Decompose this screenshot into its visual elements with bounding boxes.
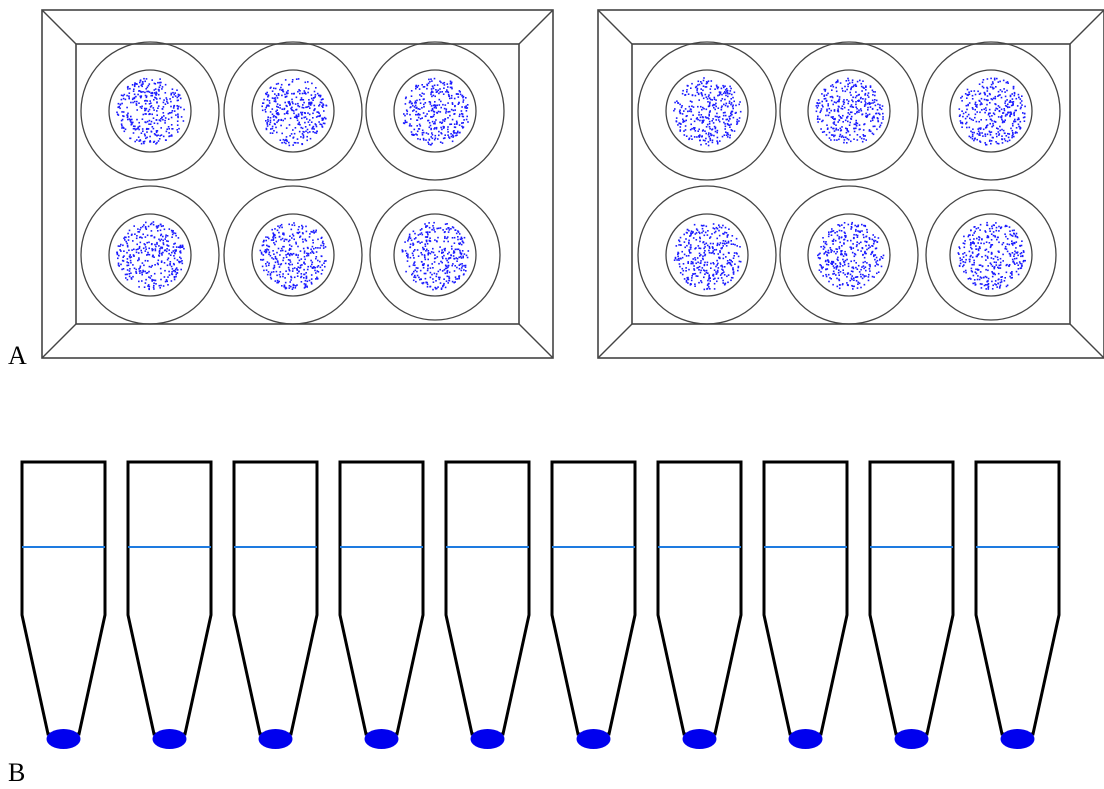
well [921, 41, 1061, 181]
culture-plates-group [41, 9, 1104, 359]
well-bottom [393, 69, 477, 153]
tube-outline [656, 460, 743, 736]
tube-outline [762, 460, 849, 736]
panel-label-a: A [8, 341, 27, 370]
plate-outer-edge [597, 9, 1104, 359]
tube-outline [550, 460, 637, 736]
well-bottom [807, 69, 891, 153]
centrifuge-tube [20, 460, 107, 749]
well-rim [365, 41, 505, 181]
plate-bevel-line [1069, 9, 1104, 45]
plate-bevel-line [41, 323, 77, 359]
well [223, 41, 363, 181]
well-rim [80, 41, 220, 181]
plate-bevel-line [597, 9, 633, 45]
cell-colonies [401, 221, 470, 291]
well-rim [80, 185, 220, 325]
well [80, 41, 220, 181]
centrifuge-tube [444, 460, 531, 749]
well-bottom [251, 213, 335, 297]
centrifuge-tube [338, 460, 425, 749]
plate-bevel-line [597, 323, 633, 359]
well-bottom [251, 69, 335, 153]
cell-pellet [1000, 729, 1035, 749]
plate-bevel-line [41, 9, 77, 45]
centrifuge-tube [974, 460, 1061, 749]
six-well-plate [41, 9, 554, 359]
centrifuge-tube [232, 460, 319, 749]
well [80, 185, 220, 325]
well [223, 185, 363, 325]
cell-colonies [958, 77, 1026, 146]
centrifuge-tube [762, 460, 849, 749]
cell-pellet [682, 729, 717, 749]
well-rim [637, 185, 777, 325]
well-rim [921, 41, 1061, 181]
well-bottom [949, 213, 1033, 297]
cell-colonies [815, 77, 884, 144]
cell-pellet [788, 729, 823, 749]
tube-outline [126, 460, 213, 736]
six-well-plate [597, 9, 1104, 359]
cell-colonies [116, 221, 185, 291]
well [779, 41, 919, 181]
well-rim [925, 189, 1057, 321]
well-bottom [108, 213, 192, 297]
well [779, 185, 919, 325]
well-bottom [393, 213, 477, 297]
tube-outline [232, 460, 319, 736]
cell-colonies [673, 223, 742, 291]
centrifuge-tube [656, 460, 743, 749]
tube-outline [868, 460, 955, 736]
cell-colonies [116, 77, 185, 145]
cell-colonies [673, 77, 742, 147]
panel-label-b: B [8, 758, 26, 787]
well [365, 41, 505, 181]
cell-pellet [894, 729, 929, 749]
well [369, 189, 501, 321]
well-bottom [665, 213, 749, 297]
well-bottom [108, 69, 192, 153]
plate-bevel-line [518, 323, 554, 359]
cell-pellet [470, 729, 505, 749]
centrifuge-tubes-group [20, 460, 1061, 749]
well-bottom [665, 69, 749, 153]
well [925, 189, 1057, 321]
well [637, 41, 777, 181]
well-rim [637, 41, 777, 181]
plate-bevel-line [518, 9, 554, 45]
centrifuge-tube [868, 460, 955, 749]
tube-outline [444, 460, 531, 736]
tube-outline [20, 460, 107, 736]
cell-pellet [576, 729, 611, 749]
plate-inner-edge [631, 43, 1071, 325]
plate-bevel-line [1069, 323, 1104, 359]
cell-colonies [259, 222, 327, 290]
cell-pellet [364, 729, 399, 749]
well-rim [779, 185, 919, 325]
well [637, 185, 777, 325]
well-bottom [807, 213, 891, 297]
cell-colonies [261, 78, 328, 147]
cell-pellet [152, 729, 187, 749]
well-rim [369, 189, 501, 321]
centrifuge-tube [126, 460, 213, 749]
tube-outline [338, 460, 425, 736]
cell-colonies [817, 221, 885, 290]
plate-outer-edge [41, 9, 554, 359]
cell-pellet [258, 729, 293, 749]
tube-outline [974, 460, 1061, 736]
cell-pellet [46, 729, 81, 749]
well-rim [223, 185, 363, 325]
well-bottom [949, 69, 1033, 153]
well-rim [223, 41, 363, 181]
cell-colonies [402, 77, 469, 146]
centrifuge-tube [550, 460, 637, 749]
well-rim [779, 41, 919, 181]
cell-colonies [957, 221, 1026, 290]
